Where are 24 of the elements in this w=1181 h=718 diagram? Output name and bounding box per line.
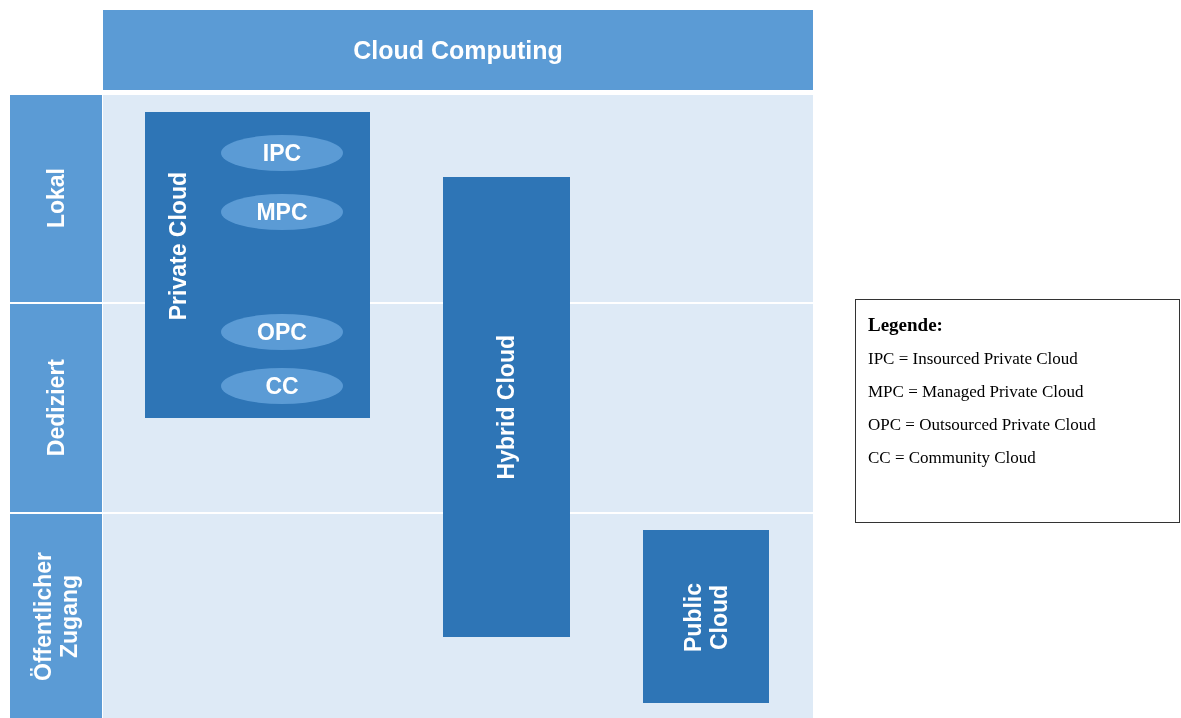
vertical-label: Private Cloud [165,172,192,321]
vertical-label: Lokal [42,168,70,229]
vertical-label: Hybrid Cloud [493,334,520,480]
legend-entry: MPC = Managed Private Cloud [868,382,1085,402]
category-box [145,112,370,418]
label: IPC [262,139,302,167]
row-header-band [10,514,102,718]
vertical-label: Dediziert [42,359,70,457]
vertical-label: Public Cloud [679,581,733,653]
label: Cloud Computing [353,35,563,65]
legend-box [855,299,1180,523]
legend-entry: IPC = Insourced Private Cloud [868,349,1079,369]
category-box [443,177,570,637]
legend-entry: CC = Community Cloud [868,448,1037,468]
legend-entry: OPC = Outsourced Private Cloud [868,415,1097,435]
category-box [643,530,769,703]
row-header-band [10,95,102,302]
label: MPC [256,198,308,226]
row-header-band [10,304,102,512]
legend-heading: Legende: [868,314,944,336]
vertical-label: Öffentlicher Zugang [29,550,83,683]
header-band [103,10,813,90]
label: CC [265,372,299,400]
label: OPC [257,318,307,346]
